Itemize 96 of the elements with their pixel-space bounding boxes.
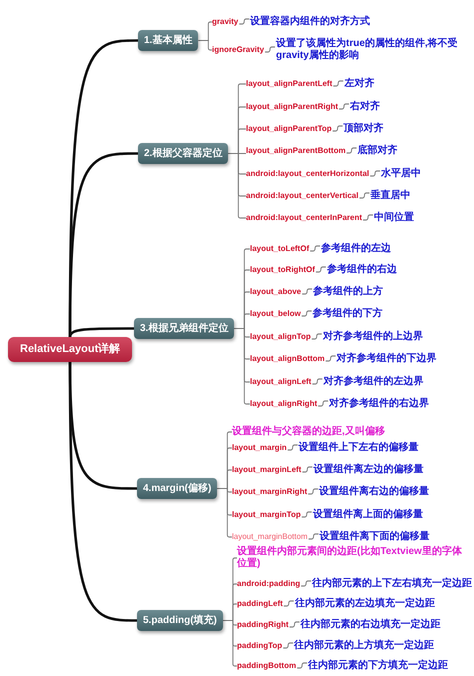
description-text: 左对齐 [344,78,374,90]
connector-line [308,488,319,494]
connector-line [332,126,344,132]
connector-line [332,80,344,86]
description-text: 顶部对齐 [344,123,384,135]
property-name: paddingRight [237,619,289,631]
description-text: 往内部元素的上下左右填充一定边距 [312,578,472,590]
description-text: 设置组件上下左右的偏移量 [298,442,419,454]
connector-line [216,488,232,538]
description-text: 垂直居中 [370,190,410,202]
property-name: android:layout_centerInParent [246,212,362,224]
description-text: 参考组件的右边 [326,264,397,276]
property-name: layout_alignBottom [250,353,325,365]
description-text: 往内部元素的上方填充一定边距 [294,640,434,652]
branch-topic-box: 3.根据兄弟组件定位 [134,318,234,339]
branch-topic-box: 1.基本属性 [138,30,198,51]
property-name: ignoreGravity [212,44,264,56]
description-text: 往内部元素的右边填充一定边距 [300,619,441,631]
connector-line [310,246,321,252]
connector-line [302,466,313,472]
property-name: layout_marginTop [232,509,301,521]
connector-line [370,170,381,176]
note-text: 设置组件内部元素间的边距(比如Textview里的字体位置) [237,546,469,570]
connector-line [282,642,294,648]
property-name: layout_below [250,308,301,320]
connector-line [338,104,350,110]
property-name: layout_alignLeft [250,376,312,388]
description-text: 设置容器内组件的对齐方式 [250,16,370,28]
connector-line [234,328,250,404]
description-text: 对齐参考组件的上边界 [322,331,423,343]
description-text: 对齐参考组件的右边界 [329,398,430,410]
description-text: 往内部元素的左边填充一定边距 [294,598,435,610]
property-name: gravity [212,16,238,28]
connector-line [318,400,329,406]
property-name: android:layout_centerHorizontal [246,168,370,180]
description-text: 底部对齐 [358,145,398,157]
root-topic-box: RelativeLayout详解 [8,337,132,362]
connector-line [228,153,246,218]
property-name: android:padding [237,578,300,590]
connector-line [302,288,313,294]
connector-line [283,600,294,606]
connector-line [264,46,276,52]
property-name: layout_alignRight [250,398,318,410]
connector-line [359,192,370,198]
description-text: 右对齐 [350,101,380,113]
connector-line [68,362,138,622]
description-text: 设置了该属性为true的属性的组件,将不受gravity属性的影响 [276,38,474,62]
description-text: 设置组件离左边的偏移量 [313,464,424,476]
description-text: 参考组件的上方 [313,286,384,298]
connector-line [238,18,250,24]
property-name: layout_toRightOf [250,264,315,276]
connector-line [308,534,320,540]
connector-line [296,662,308,668]
description-text: 参考组件的左边 [321,243,392,255]
branch-topic-box: 5.padding(填充) [137,610,223,631]
connector-line [311,334,322,340]
connector-line [289,622,300,628]
connector-line [287,444,298,450]
property-name: layout_marginRight [232,486,308,498]
property-name: paddingBottom [237,660,296,672]
connector-line [68,327,134,338]
connector-line [325,356,336,362]
description-text: 设置组件离上面的偏移量 [312,509,423,521]
description-text: 设置组件离下面的偏移量 [320,531,430,543]
description-text: 对齐参考组件的左边界 [323,376,424,388]
connector-line [300,580,312,586]
property-name: layout_alignParentLeft [246,78,332,90]
description-text: 设置组件离右边的偏移量 [319,486,430,498]
connector-line [301,310,312,316]
connector-line [301,512,312,518]
property-name: layout_margin [232,442,287,454]
connector-line [315,266,326,272]
property-name: layout_above [250,286,302,298]
property-name: layout_marginBottom [232,531,308,543]
property-name: paddingLeft [237,598,283,610]
property-name: layout_alignParentTop [246,123,332,135]
branch-topic-box: 2.根据父容器定位 [138,143,228,164]
connector-line [68,152,138,338]
property-name: android:layout_centerVertical [246,190,358,202]
description-text: 水平居中 [381,168,422,180]
connector-line [312,378,323,384]
property-name: layout_alignTop [250,331,311,343]
connector-line [362,214,374,220]
property-name: layout_marginLeft [232,464,302,476]
property-name: layout_toLeftOf [250,243,310,255]
description-text: 对齐参考组件的下边界 [336,353,437,365]
note-text: 设置组件与父容器的边距,又叫偏移 [232,426,385,438]
property-name: paddingTop [237,640,282,652]
connector-line [222,620,238,666]
branch-topic-box: 4.margin(偏移) [137,478,218,499]
property-name: layout_alignParentRight [246,101,338,113]
description-text: 参考组件的下方 [312,308,383,320]
description-text: 中间位置 [374,212,414,224]
connector-line [346,148,358,154]
property-name: layout_alignParentBottom [246,145,346,157]
description-text: 往内部元素的下方填充一定边距 [308,660,448,672]
